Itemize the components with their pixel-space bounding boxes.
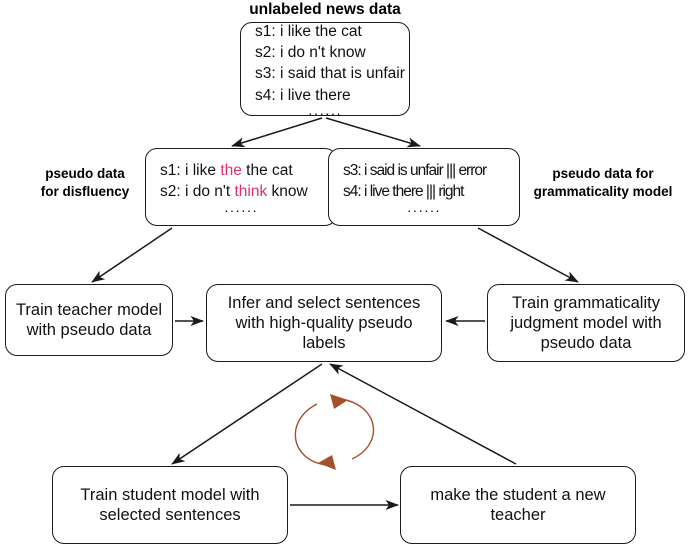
ellipsis: ······	[407, 201, 441, 218]
node-disfluency-pseudo-data: s1: i like the the cat s2: i do n't thin…	[145, 148, 337, 226]
iteration-loop-icon	[294, 394, 375, 470]
edge-unlabeled-to-grammaticality	[325, 117, 421, 148]
edge-grammaticality-to-judge	[477, 227, 579, 283]
sentence-prefix: s1: i like	[160, 161, 221, 179]
label-pseudo-data-disfluency: pseudo data for disfluency	[22, 165, 148, 201]
inserted-token: think	[234, 183, 268, 201]
sentence-line: s1: i like the the cat	[160, 160, 293, 181]
sentence-line: s2: i do n't think know	[160, 181, 308, 202]
ellipsis: ······	[224, 201, 258, 218]
label-pseudo-data-grammaticality: pseudo data for grammaticality model	[521, 165, 685, 201]
label-line: pseudo data	[45, 166, 125, 181]
sentence-line: s4: i live there ||| right	[343, 183, 464, 201]
sentence-line: s2: i do n't know	[255, 43, 366, 61]
label-line: for disfluency	[40, 184, 130, 200]
node-make-student-new-teacher: make the student a new teacher	[400, 466, 636, 544]
node-infer-and-select-sentences: Infer and select sentences with high-qua…	[206, 284, 442, 362]
edge-newteacher-to-infer	[329, 363, 517, 465]
node-train-teacher-model: Train teacher model with pseudo data	[5, 284, 173, 356]
edge-infer-to-student	[171, 363, 323, 465]
page-title: unlabeled news data	[249, 1, 401, 18]
node-train-grammaticality-judgment-model: Train grammaticality judgment model with…	[487, 284, 685, 362]
sentence-line: s3: i said is unfair ||| error	[343, 161, 487, 179]
sentence-suffix: the cat	[241, 161, 293, 179]
sentence-line: s1: i like the cat	[255, 22, 362, 40]
node-train-student-model: Train student model with selected senten…	[52, 466, 288, 544]
label-line: grammaticality model	[533, 184, 673, 200]
node-grammaticality-pseudo-data: s3: i said is unfair ||| error s4: i liv…	[328, 148, 520, 226]
edge-disfluency-to-teacher	[91, 227, 173, 283]
label-line: pseudo data for	[552, 166, 654, 181]
inserted-token: the	[220, 161, 242, 179]
sentence-line: s4: i live there	[255, 86, 351, 104]
ellipsis: ······	[308, 105, 342, 122]
node-unlabeled-news-data: s1: i like the cat s2: i do n't know s3:…	[240, 22, 410, 121]
edge-unlabeled-to-disfluency	[231, 117, 323, 148]
sentence-line: s3: i said that is unfair	[255, 65, 405, 83]
sentence-prefix: s2: i do n't	[160, 183, 235, 201]
sentence-suffix: know	[267, 183, 308, 201]
